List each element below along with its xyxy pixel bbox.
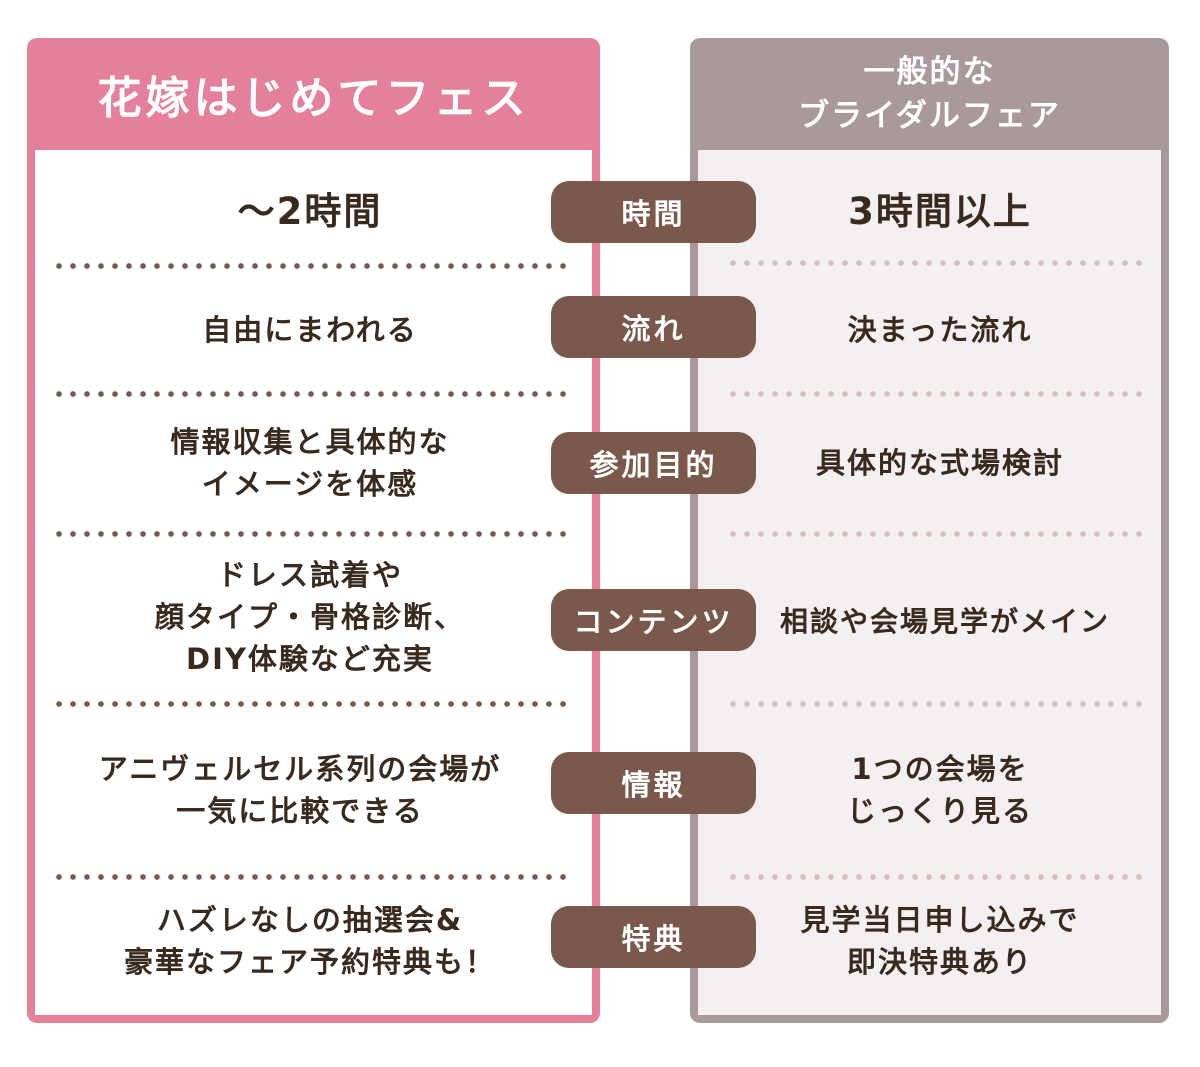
right-benefits: 見学当日申し込みで 即決特典あり [800, 903, 1080, 979]
divider [52, 874, 570, 880]
general-fair-panel: 一般的な ブライダルフェア [690, 38, 1169, 1023]
divider [52, 391, 570, 397]
divider [726, 874, 1142, 880]
left-flow: 自由にまわれる [202, 313, 418, 347]
label-info: 情報 [551, 752, 756, 814]
divider [52, 701, 570, 707]
divider [52, 531, 570, 537]
right-info: 1つの会場を じっくり見る [846, 752, 1033, 828]
divider [52, 263, 570, 269]
left-contents: ドレス試着や 顔タイプ・骨格診断、 DIY体験など充実 [154, 558, 465, 676]
label-time: 時間 [551, 181, 756, 243]
divider [726, 701, 1142, 707]
label-benefits: 特典 [551, 906, 756, 968]
left-benefits: ハズレなしの抽選会& 豪華なフェア予約特典も！ [123, 903, 496, 979]
right-flow: 決まった流れ [847, 313, 1033, 347]
divider [726, 531, 1142, 537]
left-purpose: 情報収集と具体的な イメージを体感 [170, 425, 450, 501]
general-fair-title: 一般的な ブライダルフェア [798, 54, 1061, 134]
right-contents: 相談や会場見学がメイン [779, 605, 1110, 638]
left-info: アニヴェルセル系列の会場が 一気に比較できる [98, 752, 502, 828]
divider [726, 260, 1142, 266]
left-time: ～2時間 [237, 190, 383, 233]
label-purpose: 参加目的 [551, 432, 756, 494]
label-flow: 流れ [551, 296, 756, 358]
divider [726, 391, 1142, 397]
right-purpose: 具体的な式場検討 [815, 446, 1064, 480]
hanayome-fes-title: 花嫁はじめてフェス [97, 73, 530, 124]
hanayome-fes-panel: 花嫁はじめてフェス [27, 38, 600, 1023]
right-time: 3時間以上 [848, 190, 1032, 233]
label-contents: コンテンツ [551, 589, 756, 651]
